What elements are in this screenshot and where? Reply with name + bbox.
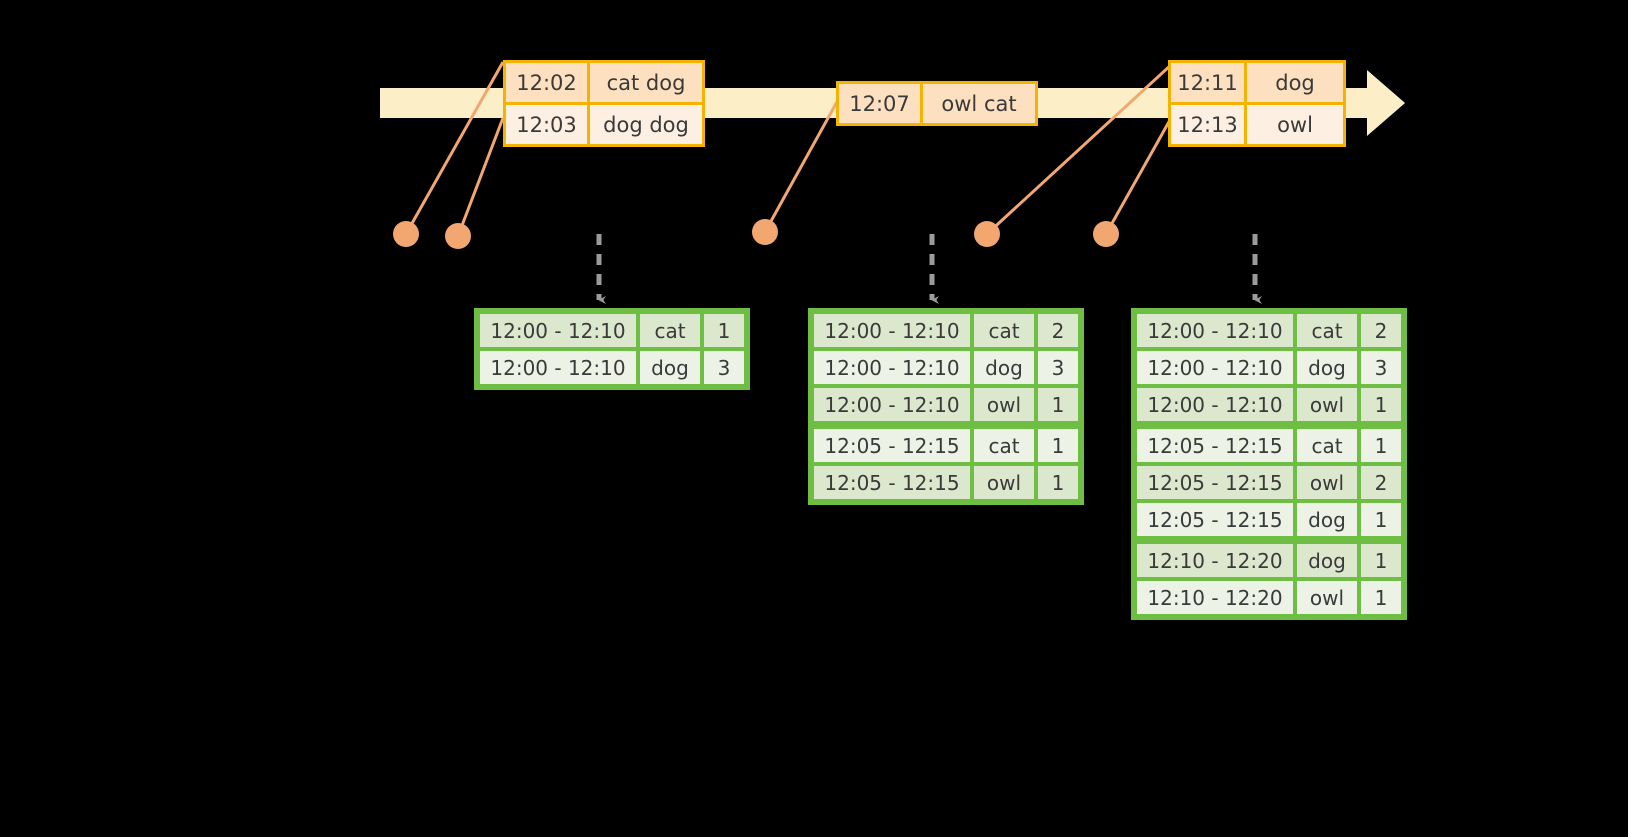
connector-5 (1104, 119, 1172, 235)
table-cell-count: 1 (1359, 542, 1403, 579)
table-group-separator (1135, 538, 1403, 542)
table-cell-word: cat (972, 312, 1036, 349)
table-cell-word: owl (972, 464, 1036, 501)
event-dot-3 (752, 219, 778, 245)
timeline-arrowhead (1367, 70, 1405, 136)
table-cell-window: 12:00 - 12:10 (1135, 386, 1295, 423)
table-cell-count: 2 (1359, 464, 1403, 501)
table-cell-word: dog (972, 349, 1036, 386)
table-cell-word: cat (972, 427, 1036, 464)
table-cell-count: 1 (1359, 501, 1403, 538)
table-cell-count: 3 (1359, 349, 1403, 386)
table-cell-count: 1 (1359, 579, 1403, 616)
table-cell-word: owl (1295, 386, 1359, 423)
event-time: 12:11 (1171, 63, 1247, 102)
table-cell-window: 12:05 - 12:15 (1135, 427, 1295, 464)
table-cell-count: 1 (1036, 386, 1080, 423)
table-cell-word: dog (1295, 501, 1359, 538)
table-cell-window: 12:00 - 12:10 (478, 312, 638, 349)
table-cell-window: 12:05 - 12:15 (812, 427, 972, 464)
connector-2 (456, 117, 505, 237)
table-cell-count: 2 (1359, 312, 1403, 349)
table-cell-window: 12:00 - 12:10 (1135, 349, 1295, 386)
table-cell-count: 1 (702, 312, 746, 349)
table-cell-window: 12:05 - 12:15 (1135, 464, 1295, 501)
event-row: 12:07 owl cat (839, 84, 1035, 123)
table-cell-word: cat (1295, 312, 1359, 349)
event-dot-5 (1093, 221, 1119, 247)
table-group-separator (1135, 423, 1403, 427)
table-cell-word: owl (972, 386, 1036, 423)
event-words: dog (1247, 63, 1343, 102)
table-cell-word: cat (638, 312, 702, 349)
event-row: 12:11 dog (1171, 63, 1343, 102)
event-time: 12:13 (1171, 105, 1247, 144)
table-cell-word: dog (1295, 542, 1359, 579)
table-cell-count: 1 (1036, 427, 1080, 464)
table-cell-window: 12:10 - 12:20 (1135, 579, 1295, 616)
table-cell-word: owl (1295, 464, 1359, 501)
table-cell-window: 12:05 - 12:15 (1135, 501, 1295, 538)
event-words: cat dog (590, 63, 702, 102)
event-dot-4 (974, 221, 1000, 247)
dashed-arrows (596, 234, 1262, 305)
event-words: owl cat (923, 84, 1035, 123)
event-dots (393, 219, 1119, 249)
table-cell-window: 12:00 - 12:10 (478, 349, 638, 386)
event-row: 12:02 cat dog (506, 63, 702, 102)
table-cell-window: 12:05 - 12:15 (812, 464, 972, 501)
event-callout-1[interactable]: 12:02 cat dog 12:03 dog dog (503, 60, 705, 147)
event-time: 12:02 (506, 63, 590, 102)
table-cell-window: 12:00 - 12:10 (812, 386, 972, 423)
table-cell-count: 1 (1036, 464, 1080, 501)
table-cell-word: cat (1295, 427, 1359, 464)
event-callout-3[interactable]: 12:11 dog 12:13 owl (1168, 60, 1346, 147)
table-group-separator (812, 423, 1080, 427)
table-cell-window: 12:00 - 12:10 (812, 312, 972, 349)
event-words: owl (1247, 105, 1343, 144)
event-row: 12:13 owl (1171, 102, 1343, 144)
table-cell-window: 12:10 - 12:20 (1135, 542, 1295, 579)
event-dot-1 (393, 221, 419, 247)
event-time: 12:03 (506, 105, 590, 144)
connector-1 (404, 61, 505, 235)
connector-3 (763, 99, 840, 233)
table-cell-count: 1 (1359, 427, 1403, 464)
table-cell-word: dog (638, 349, 702, 386)
table-cell-count: 3 (702, 349, 746, 386)
table-cell-word: dog (1295, 349, 1359, 386)
table-cell-count: 2 (1036, 312, 1080, 349)
event-callout-2[interactable]: 12:07 owl cat (836, 81, 1038, 126)
table-cell-window: 12:00 - 12:10 (812, 349, 972, 386)
event-dot-2 (445, 223, 471, 249)
table-cell-word: owl (1295, 579, 1359, 616)
event-words: dog dog (590, 105, 702, 144)
event-row: 12:03 dog dog (506, 102, 702, 144)
table-cell-count: 3 (1036, 349, 1080, 386)
table-cell-count: 1 (1359, 386, 1403, 423)
event-time: 12:07 (839, 84, 923, 123)
table-cell-window: 12:00 - 12:10 (1135, 312, 1295, 349)
